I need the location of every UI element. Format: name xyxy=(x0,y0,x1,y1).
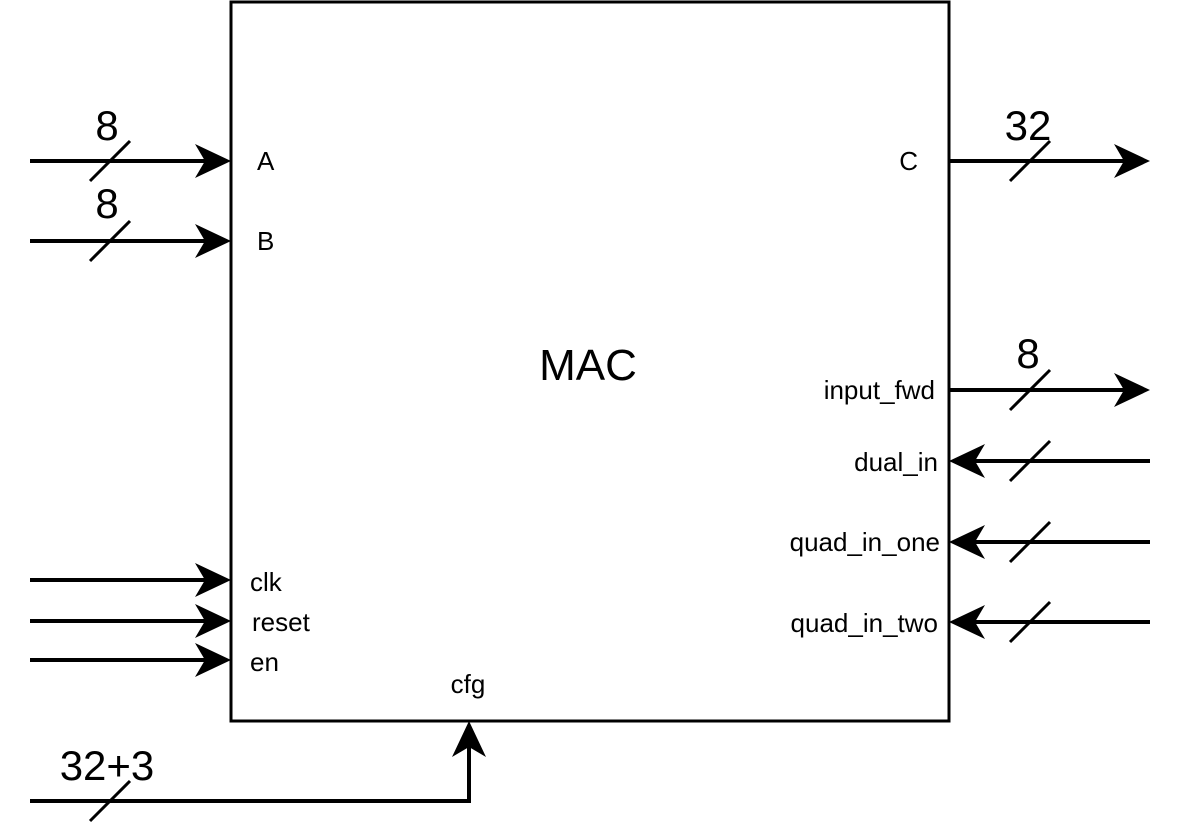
en-signal: en xyxy=(30,643,279,677)
cfg-port-label: cfg xyxy=(451,669,486,699)
input-a-bus-slash xyxy=(88,139,132,183)
quad-in-two-bus-slash xyxy=(1008,600,1052,644)
en-port-label: en xyxy=(250,647,279,677)
cfg-width: 32+3 xyxy=(60,742,155,789)
input-fwd-port-label: input_fwd xyxy=(824,375,935,405)
output-c-bus-slash xyxy=(1008,139,1052,183)
input-b-arrowhead xyxy=(195,224,231,258)
quad-in-one-port-label: quad_in_one xyxy=(790,527,940,557)
quad-in-one-arrowhead xyxy=(949,525,985,559)
dual-in-port-label: dual_in xyxy=(854,447,938,477)
input-b-signal: 8 B xyxy=(30,180,274,263)
input-fwd-width: 8 xyxy=(1016,330,1039,377)
input-b-port-label: B xyxy=(257,226,274,256)
clk-port-label: clk xyxy=(250,567,283,597)
input-a-arrowhead xyxy=(195,144,231,178)
quad-in-two-port-label: quad_in_two xyxy=(791,608,938,638)
input-fwd-signal: 8 input_fwd xyxy=(824,330,1150,412)
reset-port-label: reset xyxy=(252,607,311,637)
cfg-wire xyxy=(30,732,471,803)
dual-in-bus-slash xyxy=(1008,439,1052,483)
output-c-signal: 32 C xyxy=(899,102,1150,183)
cfg-signal: 32+3 cfg xyxy=(30,669,486,823)
input-b-width: 8 xyxy=(95,180,118,227)
cfg-bus-slash xyxy=(88,779,132,823)
input-b-bus-slash xyxy=(88,219,132,263)
clk-signal: clk xyxy=(30,563,283,597)
dual-in-arrowhead xyxy=(949,444,985,478)
output-c-width: 32 xyxy=(1005,102,1052,149)
quad-in-two-arrowhead xyxy=(949,605,985,639)
dual-in-signal: dual_in xyxy=(854,439,1150,483)
cfg-arrowhead xyxy=(452,721,486,757)
reset-arrowhead xyxy=(195,604,231,638)
input-a-port-label: A xyxy=(257,146,275,176)
quad-in-one-signal: quad_in_one xyxy=(790,520,1150,564)
quad-in-one-bus-slash xyxy=(1008,520,1052,564)
en-arrowhead xyxy=(195,643,231,677)
output-c-port-label: C xyxy=(899,146,918,176)
clk-arrowhead xyxy=(195,563,231,597)
output-c-arrowhead xyxy=(1114,144,1150,178)
quad-in-two-signal: quad_in_two xyxy=(791,600,1150,644)
input-fwd-arrowhead xyxy=(1114,373,1150,407)
mac-block xyxy=(229,0,951,723)
reset-signal: reset xyxy=(30,604,311,638)
input-a-width: 8 xyxy=(95,102,118,149)
block-title: MAC xyxy=(539,341,637,390)
input-fwd-bus-slash xyxy=(1008,368,1052,412)
input-a-signal: 8 A xyxy=(30,102,275,183)
